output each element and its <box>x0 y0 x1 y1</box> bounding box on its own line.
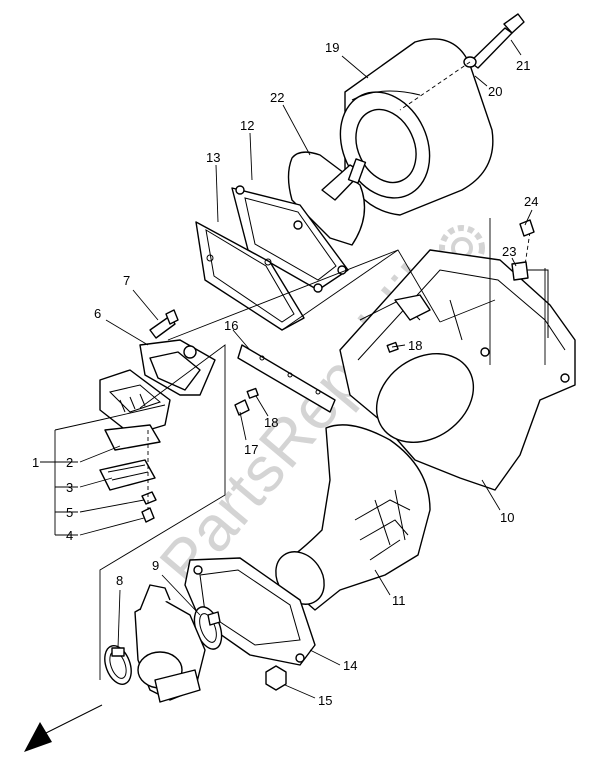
callout: 9 <box>152 558 159 573</box>
hose-clamp <box>104 645 132 685</box>
callout: 18 <box>408 338 422 353</box>
callout: 18 <box>264 415 278 430</box>
callout: 19 <box>325 40 339 55</box>
leader-lines <box>79 39 533 699</box>
air-box <box>339 249 576 491</box>
callout: 3 <box>66 480 73 495</box>
callout: 13 <box>206 150 220 165</box>
assembly-bracket <box>40 404 166 536</box>
filter-bolt <box>463 13 525 69</box>
callout: 4 <box>66 528 73 543</box>
callout: 17 <box>244 442 258 457</box>
callout: 16 <box>224 318 238 333</box>
intake-flange <box>184 557 316 666</box>
front-arrow-icon <box>24 704 103 752</box>
callout: 22 <box>270 90 284 105</box>
callout: 5 <box>66 505 73 520</box>
callout: 15 <box>318 693 332 708</box>
callout: 21 <box>516 58 530 73</box>
callouts: 1 2 3 4 5 6 7 8 9 10 11 12 13 14 15 16 1… <box>32 40 538 708</box>
callout: 14 <box>343 658 357 673</box>
assembly-lines <box>147 61 531 510</box>
callout: 1 <box>32 455 39 470</box>
gasket <box>195 221 305 331</box>
holder-plate <box>231 185 349 293</box>
bracket-clip <box>511 219 535 281</box>
filter-holder <box>287 151 367 246</box>
callout: 7 <box>123 273 130 288</box>
air-filter-element <box>339 38 494 216</box>
callout: 8 <box>116 573 123 588</box>
frame-lines <box>99 218 546 680</box>
reed-valve-assembly <box>99 369 171 523</box>
bolt-7 <box>149 309 179 339</box>
reed-valve-body <box>139 339 216 396</box>
callout: 2 <box>66 455 73 470</box>
screw-17 <box>234 399 250 416</box>
callout: 10 <box>500 510 514 525</box>
mounting-plate <box>237 344 336 413</box>
callout: 11 <box>392 593 406 608</box>
nut <box>265 665 287 691</box>
carburetor <box>134 584 206 703</box>
callout: 6 <box>94 306 101 321</box>
callout: 23 <box>502 244 516 259</box>
callout: 24 <box>524 194 538 209</box>
callout: 12 <box>240 118 254 133</box>
callout: 20 <box>488 84 502 99</box>
